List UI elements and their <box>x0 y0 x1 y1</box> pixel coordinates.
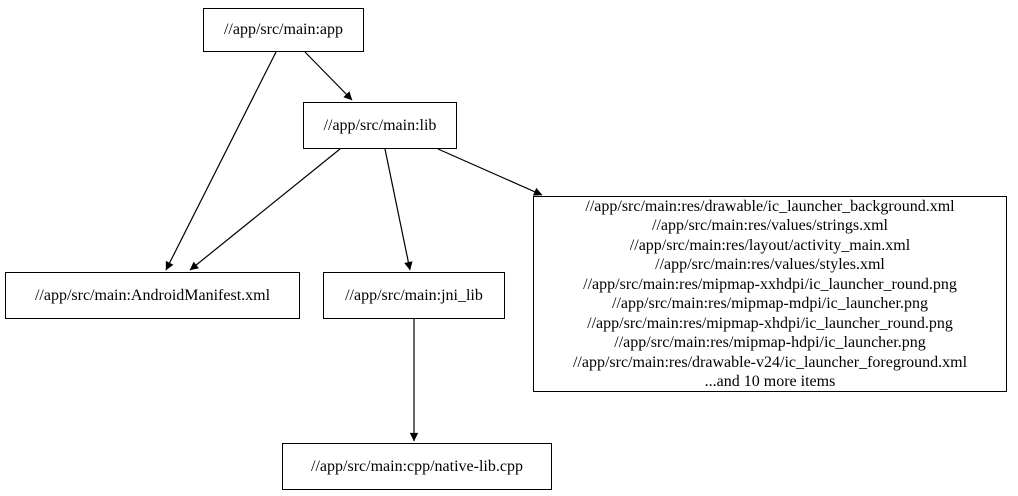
edge-lib-to-jni-lib <box>384 148 413 271</box>
resource-item: //app/src/main:res/values/strings.xml <box>652 217 888 234</box>
resource-item: //app/src/main:res/mipmap-mdpi/ic_launch… <box>612 295 928 312</box>
resource-item: //app/src/main:res/mipmap-hdpi/ic_launch… <box>614 334 926 351</box>
resource-more-items: ...and 10 more items <box>704 373 836 390</box>
edge-lib-to-android-manifest <box>189 148 341 271</box>
node-native-lib-cpp: //app/src/main:cpp/native-lib.cpp <box>282 443 552 490</box>
resource-item: //app/src/main:res/mipmap-xhdpi/ic_launc… <box>587 314 953 332</box>
resource-item: //app/src/main:res/drawable/ic_launcher_… <box>585 197 955 215</box>
node-resources-group: //app/src/main:res/drawable/ic_launcher_… <box>533 196 1007 392</box>
resource-item: //app/src/main:res/mipmap-xxhdpi/ic_laun… <box>583 275 957 293</box>
edge-lib-to-resources <box>437 148 543 196</box>
edge-app-to-android-manifest <box>165 51 277 271</box>
node-lib-target: //app/src/main:lib <box>303 102 457 149</box>
resource-item: //app/src/main:res/drawable-v24/ic_launc… <box>572 353 968 371</box>
node-app-target: //app/src/main:app <box>203 8 364 52</box>
resource-item: //app/src/main:res/values/styles.xml <box>655 256 885 273</box>
resource-item: //app/src/main:res/layout/activity_main.… <box>629 236 911 254</box>
node-android-manifest: //app/src/main:AndroidManifest.xml <box>5 272 300 319</box>
node-jni-lib: //app/src/main:jni_lib <box>323 272 505 319</box>
edge-app-to-lib <box>304 51 353 101</box>
